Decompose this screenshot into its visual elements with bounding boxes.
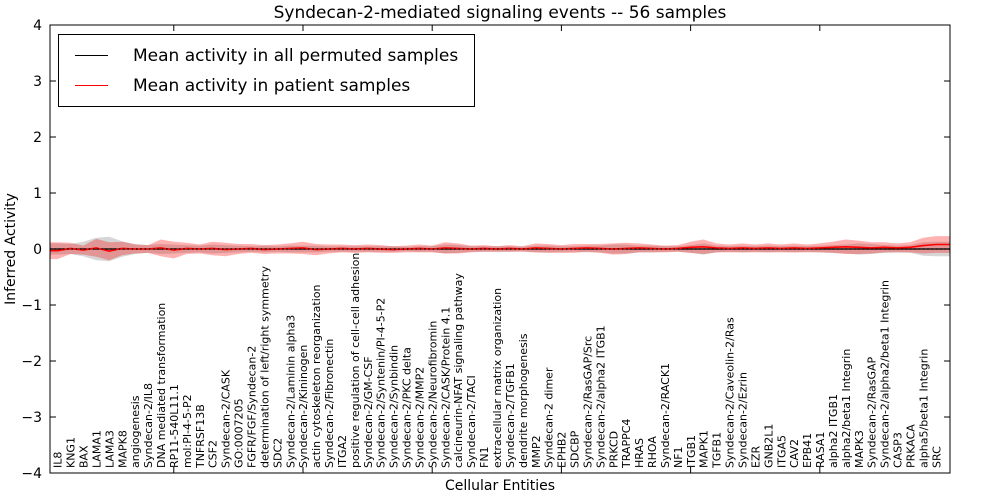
x-category-label: SDC2 — [271, 438, 284, 468]
x-category-label: actin cytoskeleton reorganization — [310, 284, 323, 468]
x-category-label: HRAS — [633, 438, 646, 468]
x-category-label: alpha2 ITGB1 — [827, 394, 840, 468]
legend: Mean activity in all permuted samples Me… — [58, 34, 476, 107]
x-category-label: Syndecan-2/RACK1 — [659, 363, 672, 468]
y-tick-label: 4 — [33, 18, 42, 34]
x-category-label: ITGA2 — [336, 435, 349, 468]
x-category-label: Syndecan-2/MMP2 — [413, 367, 426, 468]
x-category-label: calcineurin-NFAT signaling pathway — [452, 273, 465, 468]
x-category-label: NF1 — [672, 446, 685, 468]
x-category-label: alpha2/beta1 Integrin — [840, 349, 853, 468]
x-category-label: ITGB1 — [685, 435, 698, 468]
x-category-label: positive regulation of cell-cell adhesio… — [349, 253, 362, 468]
x-category-label: extracellular matrix organization — [491, 288, 504, 468]
x-category-label: Syndecan-2/alpha2 ITGB1 — [594, 325, 607, 468]
x-category-label: Syndecan-2/CASK — [220, 369, 233, 468]
x-category-label: determination of left/right symmetry — [258, 266, 271, 468]
x-category-label: Syndecan-2/IL8 — [142, 383, 155, 468]
x-category-label: mol:PI-4-5-P2 — [181, 394, 194, 468]
x-category-label: Syndecan-2/alpha2/beta1 Integrin — [879, 280, 892, 468]
x-category-label: Syndecan-2/Syntenin/PI-4-5-P2 — [375, 298, 388, 468]
x-category-label: Syndecan-2/Laminin alpha3 — [284, 315, 297, 468]
x-category-label: Syndecan-2/Fibronectin — [323, 339, 336, 468]
chart-title: Syndecan-2-mediated signaling events -- … — [273, 3, 727, 23]
x-category-label: CAV2 — [788, 439, 801, 468]
legend-entry-permuted: Mean activity in all permuted samples — [75, 42, 458, 69]
y-tick-label: −2 — [21, 354, 42, 370]
x-category-label: CSF2 — [207, 440, 220, 468]
y-axis-label: Inferred Activity — [3, 193, 19, 305]
y-tick-label: −3 — [21, 410, 42, 426]
patient-mean-line — [50, 243, 950, 253]
x-category-label: EPB41 — [801, 433, 814, 468]
x-category-label: EPHB2 — [556, 432, 569, 468]
x-category-label: CASP3 — [892, 432, 905, 468]
x-category-label: LAMA3 — [103, 430, 116, 468]
x-category-label: Syndecan-2/PKC delta — [401, 347, 414, 468]
x-category-label: PRKACA — [904, 424, 917, 468]
x-category-label: RP11-540L11.1 — [168, 384, 181, 468]
legend-label-permuted: Mean activity in all permuted samples — [133, 45, 459, 66]
x-category-label: Syndecan-2/Neurofibromin — [426, 321, 439, 468]
x-category-label: dendrite morphogenesis — [517, 333, 530, 468]
y-tick-label: 1 — [33, 186, 42, 202]
x-category-label: MMP2 — [530, 435, 543, 468]
x-category-label: BAX — [78, 445, 91, 468]
x-category-label: ITGA5 — [775, 435, 788, 468]
x-category-label: Syndecan-2 dimer — [543, 367, 556, 468]
y-tick-label: −4 — [21, 466, 42, 482]
x-category-label: Syndecan-2/Synbindin — [388, 345, 401, 468]
legend-entry-patient: Mean activity in patient samples — [75, 72, 458, 99]
x-category-label: PRKCD — [607, 431, 620, 468]
x-category-label: MAPK1 — [698, 430, 711, 468]
x-category-label: TNFRSF13B — [194, 404, 207, 469]
x-category-label: TGFB1 — [711, 432, 724, 469]
x-category-label: Syndecan-2/GM-CSF — [362, 356, 375, 468]
x-category-label: Syndecan-2/TGFB1 — [504, 363, 517, 468]
x-axis-label: Cellular Entities — [444, 478, 556, 494]
x-category-label: KNG1 — [65, 437, 78, 468]
legend-label-patient: Mean activity in patient samples — [133, 75, 411, 96]
patient-line-swatch — [75, 85, 108, 86]
x-category-label: IL8 — [52, 452, 65, 468]
x-category-label: Syndecan-2/TACI — [465, 375, 478, 468]
x-category-label: angiogenesis — [129, 395, 142, 468]
x-category-label: GO:0007205 — [233, 398, 246, 468]
x-category-label: RHOA — [646, 436, 659, 468]
x-category-label: TRAPPC4 — [620, 419, 633, 469]
x-category-label: Syndecan-2/RasGAP/Src — [581, 336, 594, 468]
x-category-label: MAPK3 — [853, 430, 866, 468]
y-tick-label: −1 — [21, 298, 42, 314]
x-category-label: Syndecan-2/Caveolin-2/Ras — [724, 317, 737, 468]
x-category-label: SRC — [930, 446, 943, 468]
y-tick-label: 3 — [33, 74, 42, 90]
x-category-label: MAPK8 — [116, 430, 129, 468]
x-category-label: Syndecan-2/Kininogen — [297, 345, 310, 468]
x-category-label: alpha5/beta1 Integrin — [917, 349, 930, 468]
y-tick-label: 2 — [33, 130, 42, 146]
permuted-line-swatch — [75, 55, 108, 56]
x-category-label: EZR — [749, 446, 762, 468]
x-category-label: SDCBP — [569, 430, 582, 468]
x-category-label: FGFR/FGF/Syndecan-2 — [246, 346, 259, 468]
y-tick-label: 0 — [33, 242, 42, 258]
x-category-label: FN1 — [478, 446, 491, 468]
x-category-label: GNB2L1 — [762, 424, 775, 468]
x-category-label: Syndecan-2/Ezrin — [736, 372, 749, 468]
x-category-label: LAMA1 — [90, 430, 103, 468]
x-category-label: RASA1 — [814, 432, 827, 468]
x-category-label: DNA mediated transformation — [155, 303, 168, 468]
x-category-label: Syndecan-2/CASK/Protein 4.1 — [439, 307, 452, 468]
x-category-label: Syndecan-2/RasGAP — [866, 356, 879, 468]
